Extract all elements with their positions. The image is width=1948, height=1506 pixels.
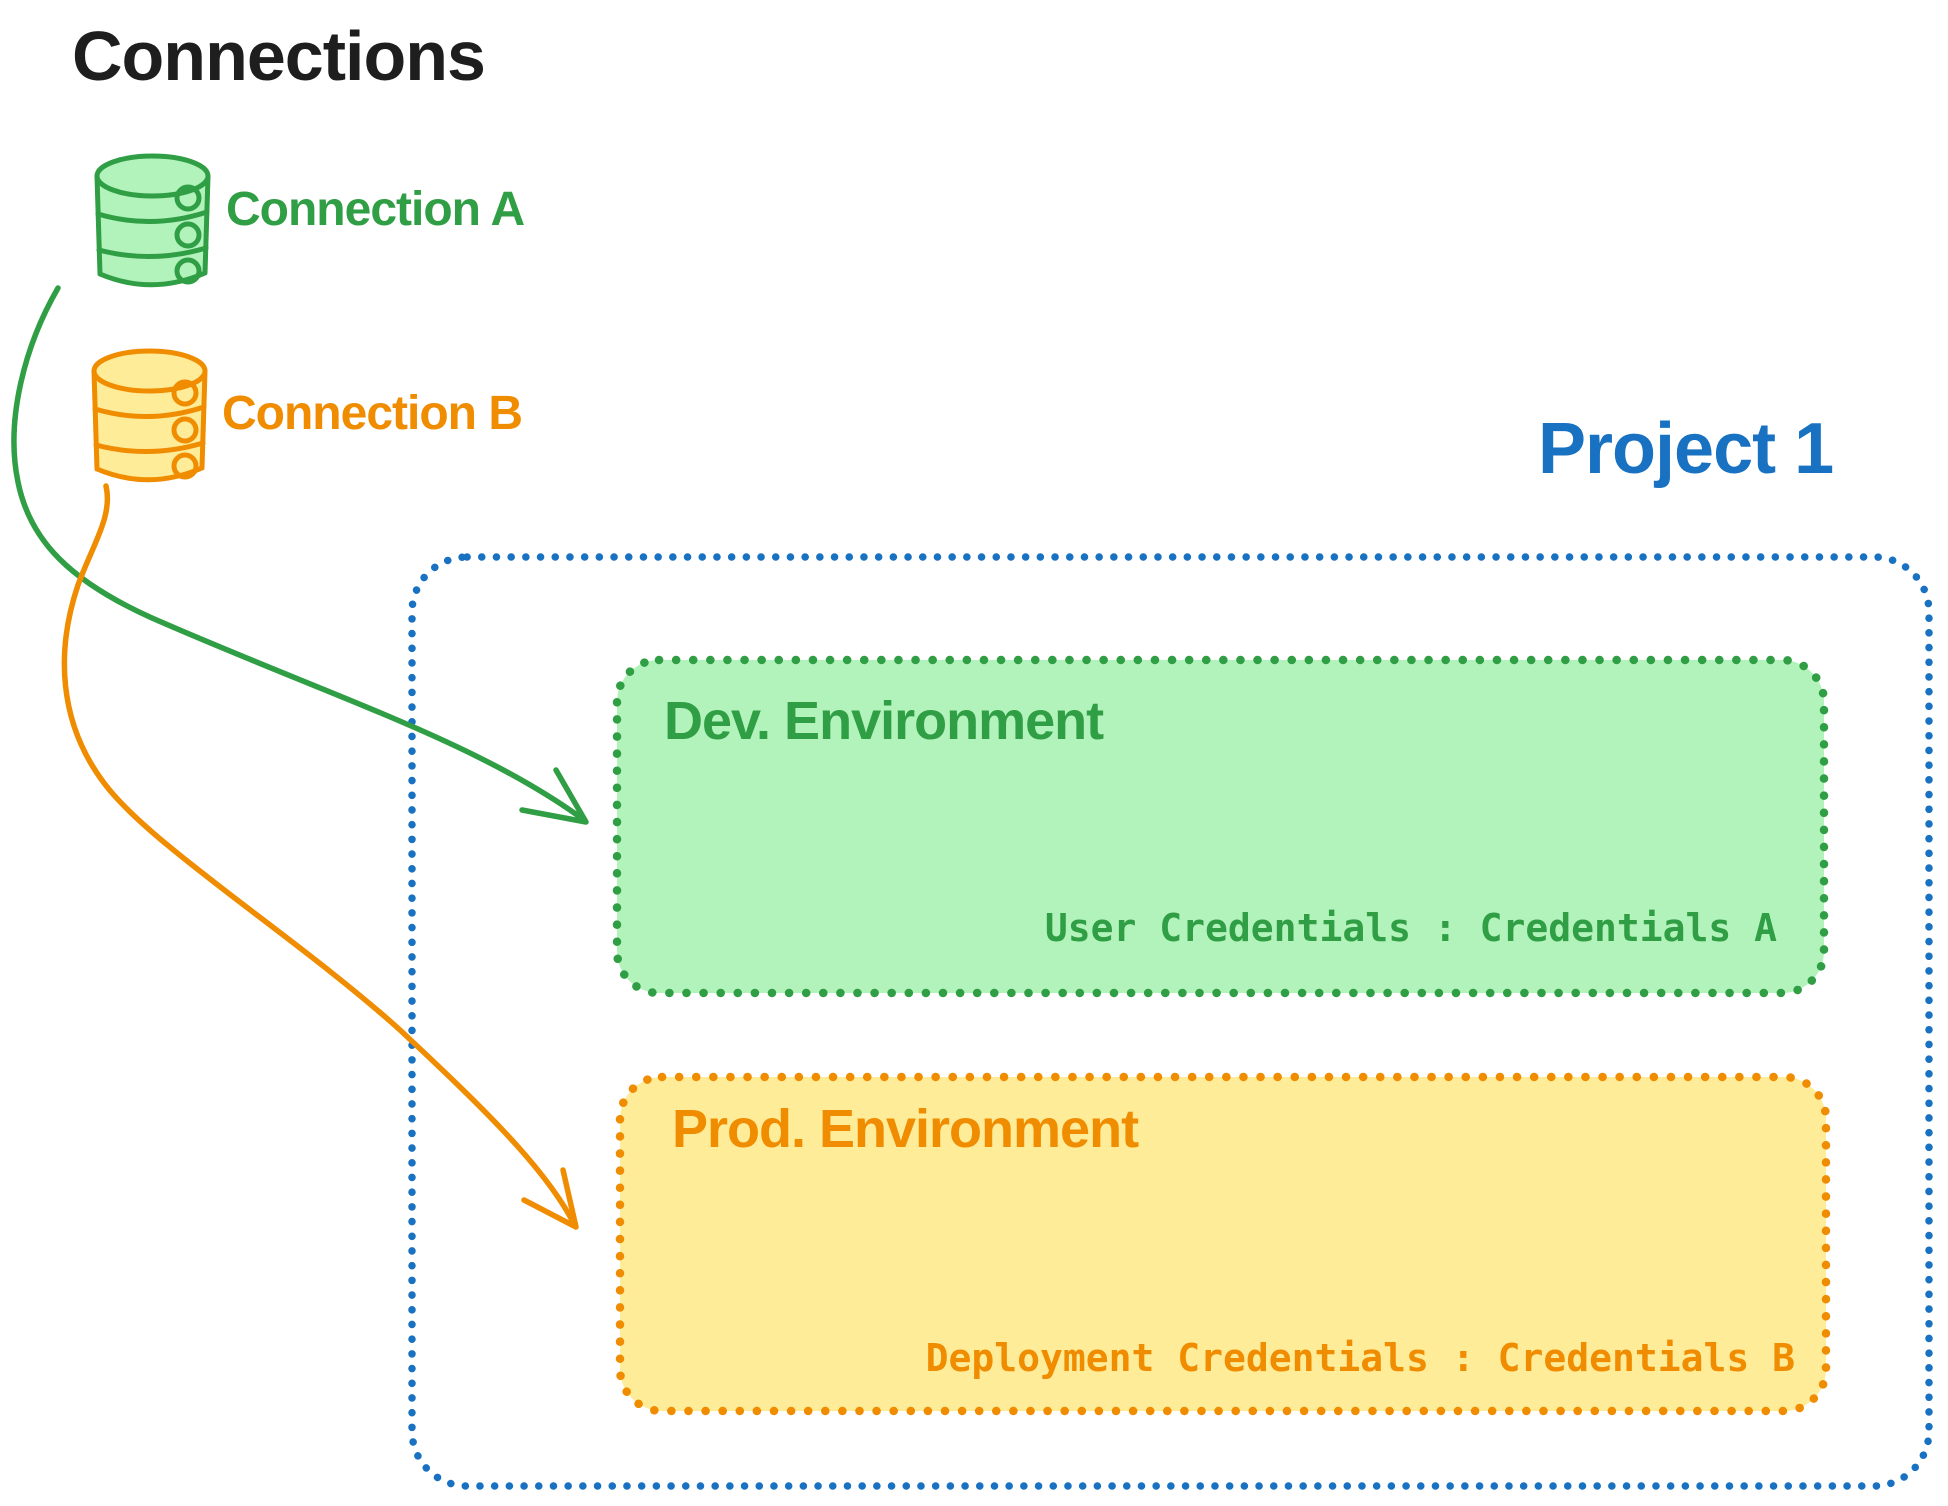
prod-environment-title: Prod. Environment xyxy=(672,1099,1139,1159)
dev-environment-title: Dev. Environment xyxy=(664,691,1104,751)
connections-title: Connections xyxy=(72,17,486,95)
connection-b-label: Connection B xyxy=(222,387,523,440)
prod-environment-box xyxy=(615,1072,1831,1416)
arrow-connection-a-to-dev xyxy=(11,285,589,825)
dev-environment-box xyxy=(612,655,1829,998)
database-icon-connection-b xyxy=(91,348,208,483)
project-title: Project 1 xyxy=(1538,409,1834,489)
project-box xyxy=(408,553,1933,1490)
connection-a-label: Connection A xyxy=(226,183,525,236)
dev-environment-credentials: User Credentials : Credentials A xyxy=(1044,906,1777,950)
database-icon-connection-a xyxy=(94,153,211,288)
arrow-connection-b-to-prod xyxy=(61,483,579,1230)
prod-environment-credentials: Deployment Credentials : Credentials B xyxy=(925,1336,1795,1380)
